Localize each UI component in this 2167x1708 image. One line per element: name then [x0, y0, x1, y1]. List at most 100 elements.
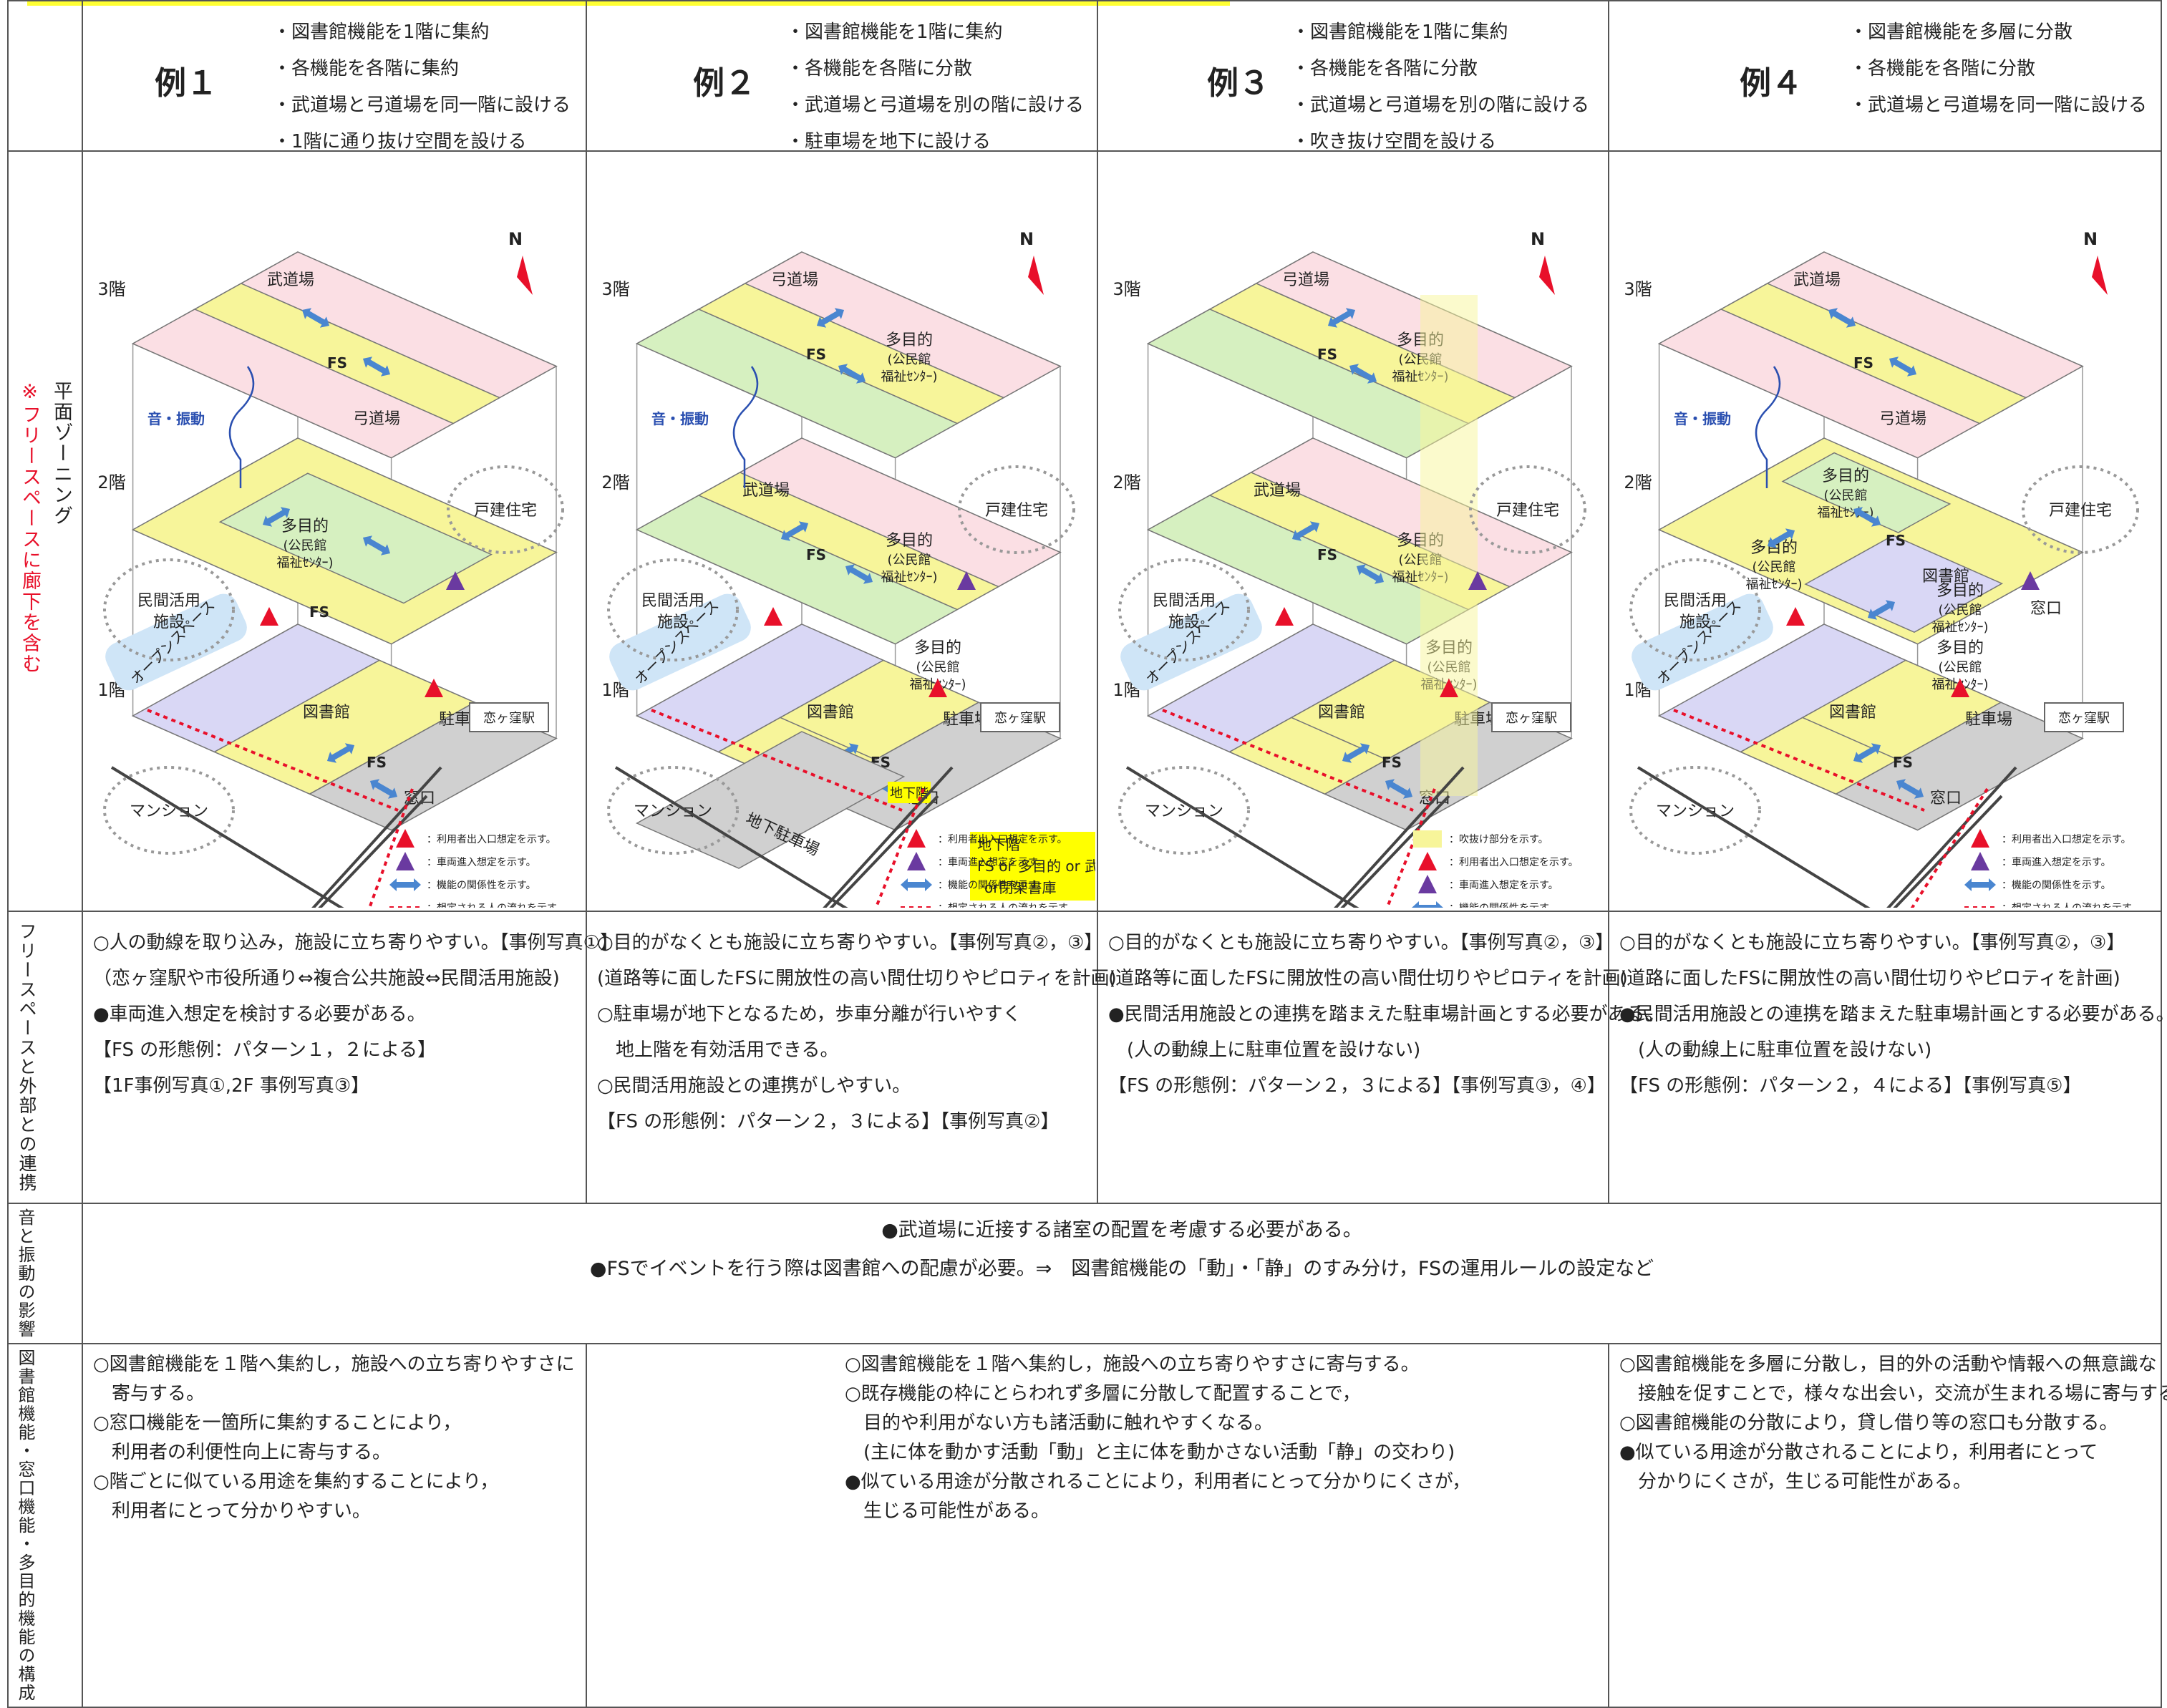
- legend-marker: [1971, 829, 1989, 848]
- arrow-shape: [1349, 364, 1377, 384]
- library-label: 図書館: [303, 704, 350, 722]
- bullet-item: ・武道場と弓道場を別の階に設ける: [786, 94, 1085, 116]
- list-line: ○目的がなくとも施設に立ち寄りやすい。【事例写真②，③】: [597, 932, 1103, 954]
- zoning-diagram: N弓道場FS多目的(公民館福祉ｾﾝﾀｰ)3階武道場FS多目的(公民館福祉ｾﾝﾀｰ…: [601, 229, 1128, 990]
- arrow-shape: [262, 507, 291, 527]
- list-line: 接触を促すことで，様々な出会い，交流が生まれる場に寄与する。: [1619, 1383, 2167, 1404]
- legend-text: ：利用者出入口想定を示す。: [427, 834, 556, 845]
- fs-label: FS: [1382, 754, 1402, 771]
- open-space: [105, 593, 247, 691]
- arrow-shape: [362, 535, 391, 555]
- open-space: [1120, 593, 1262, 691]
- list-line: ○図書館機能を１階へ集約し，施設への立ち寄りやすさに寄与する。: [845, 1354, 1420, 1375]
- arrow-shape: [816, 308, 845, 328]
- private-ellipse-text: 施設: [657, 613, 689, 631]
- sound-label: 音と振動の影響: [15, 1208, 35, 1339]
- legend-text: ：利用者出入口想定を示す。: [1449, 857, 1579, 868]
- station-box-text: 恋ヶ窪駅: [2058, 710, 2110, 726]
- window-label: 窓口: [2030, 600, 2062, 618]
- list-line: 【FS の形態例：パターン１，２による】: [93, 1039, 437, 1061]
- zone-multi: [635, 495, 959, 645]
- fs-label: FS: [1893, 754, 1913, 771]
- floor-2-label: 2階: [1112, 472, 1140, 492]
- kyudo-label: 弓道場: [1282, 271, 1329, 289]
- arrow-shape: [1385, 779, 1413, 799]
- list-line: 【FS の形態例：パターン２，３による】【事例写真③，④】: [1108, 1075, 1606, 1097]
- external-label: フリースペースと外部との連携: [16, 922, 37, 1193]
- open-space: [1632, 593, 1773, 691]
- north-arrow: [1539, 256, 1555, 295]
- road-line: [110, 766, 371, 926]
- arrow-shape: [1291, 521, 1320, 541]
- car-entrance-marker: [446, 571, 465, 590]
- function-arrow: [1889, 356, 1917, 377]
- function-arrow: [1853, 743, 1881, 763]
- list-line: 【FS の形態例：パターン２，４による】【事例写真⑤】: [1619, 1075, 2082, 1097]
- floor-2-label: 2階: [1624, 472, 1652, 492]
- arrow-shape: [362, 356, 391, 377]
- list-line: ○人の動線を取り込み，施設に立ち寄りやすい。【事例写真①】: [93, 932, 619, 954]
- multi-label: 多目的: [886, 532, 933, 550]
- people-flow: [651, 709, 925, 969]
- legend-text: ：車両進入想定を示す。: [1449, 879, 1558, 891]
- bullet-item: ・武道場と弓道場を別の階に設ける: [1291, 94, 1590, 116]
- library-label: 図書館: [1829, 704, 1876, 722]
- multi-label: 多目的: [886, 331, 933, 349]
- b-note-line: 地下階: [977, 836, 1020, 853]
- house-ellipse-text: 戸建住宅: [2049, 502, 2112, 520]
- arrow-shape: [1964, 878, 1996, 891]
- example-header-3: 例３ ・図書館機能を1階に集約 ・各機能を各階に分散 ・武道場と弓道場を別の階に…: [1097, 0, 1609, 152]
- list-line: 地上階を有効活用できる。: [597, 1039, 839, 1061]
- house-ellipse: [2022, 465, 2139, 554]
- function-arrow: [326, 743, 355, 763]
- fs-label: FS: [309, 603, 329, 621]
- list-line: ○目的がなくとも施設に立ち寄りやすい。【事例写真②，③】: [1619, 932, 2125, 954]
- sound-arrow: [732, 366, 759, 488]
- row-label-sound: 音と振動の影響: [7, 1203, 83, 1344]
- mansion-ellipse: [1118, 766, 1250, 855]
- multi-list: ○図書館機能を多層に分散し，目的外の活動や情報への無意識な 接触を促すことで，様…: [1609, 1344, 2167, 1510]
- fs-label: FS: [1886, 532, 1906, 549]
- house-ellipse: [958, 465, 1075, 554]
- private-ellipse: [1629, 558, 1761, 661]
- station-box-text: 恋ヶ窪駅: [1506, 710, 1557, 726]
- user-entrance-marker: [260, 607, 278, 626]
- fs-label: FS: [1853, 354, 1873, 372]
- function-arrow: [1767, 528, 1795, 548]
- kyudo-label: 弓道場: [771, 271, 818, 289]
- multi-cell-23: ○図書館機能を１階へ集約し，施設への立ち寄りやすさに寄与する。○既存機能の枠にと…: [586, 1343, 1609, 1708]
- legend-text: ：利用者出入口想定を示す。: [938, 834, 1067, 845]
- arrow-shape: [1342, 743, 1370, 763]
- private-ellipse-text: 施設: [1679, 613, 1711, 631]
- function-arrow: [389, 878, 421, 891]
- zone-window: [1228, 717, 1388, 795]
- multi-cell-4: ○図書館機能を多層に分散し，目的外の活動や情報への無意識な 接触を促すことで，様…: [1608, 1343, 2167, 1708]
- legend-marker: [396, 852, 415, 870]
- external-cell-2: ○目的がなくとも施設に立ち寄りやすい。【事例写真②，③】(道路等に面したFSに開…: [586, 911, 1117, 1204]
- list-line: ●似ている用途が分散されることにより，利用者にとって分かりにくさが，: [845, 1471, 1471, 1493]
- private-ellipse-text: 民間活用: [137, 592, 200, 610]
- example-bullets: ・図書館機能を1階に集約 ・各機能を各階に分散 ・武道場と弓道場を別の階に設ける…: [1291, 14, 1589, 160]
- b-note-line: or閉架書庫: [984, 879, 1056, 896]
- external-cell-1: ○人の動線を取り込み，施設に立ち寄りやすい。【事例写真①】（恋ヶ窪駅や市役所通り…: [82, 911, 619, 1204]
- station-box-text: 恋ヶ窪駅: [994, 710, 1046, 726]
- people-flow: [1162, 709, 1436, 969]
- external-cell-4: ○目的がなくとも施設に立ち寄りやすい。【事例写真②，③】(道路に面したFSに開放…: [1608, 911, 2167, 1204]
- road-line: [1871, 766, 2017, 926]
- list-line: 【1F事例写真①,2F 事例写真③】: [93, 1075, 370, 1097]
- example-title: 例４: [1740, 65, 1803, 102]
- function-arrow: [1412, 901, 1443, 914]
- people-flow: [1673, 709, 1989, 969]
- arrow-shape: [301, 308, 330, 328]
- bullet-item: ・武道場と弓道場を同一階に設ける: [273, 94, 571, 116]
- private-ellipse-text: 施設: [153, 613, 185, 631]
- multi-label: 多目的: [1822, 467, 1869, 485]
- multi-sub: 福祉ｾﾝﾀｰ): [881, 570, 937, 585]
- sound-label: 音・振動: [1674, 410, 1731, 427]
- sound-arrow: [1755, 366, 1781, 488]
- legend-swatch: [1413, 830, 1442, 848]
- arrow-shape: [1412, 901, 1443, 914]
- legend-marker: [907, 829, 926, 848]
- north-label: N: [508, 229, 523, 249]
